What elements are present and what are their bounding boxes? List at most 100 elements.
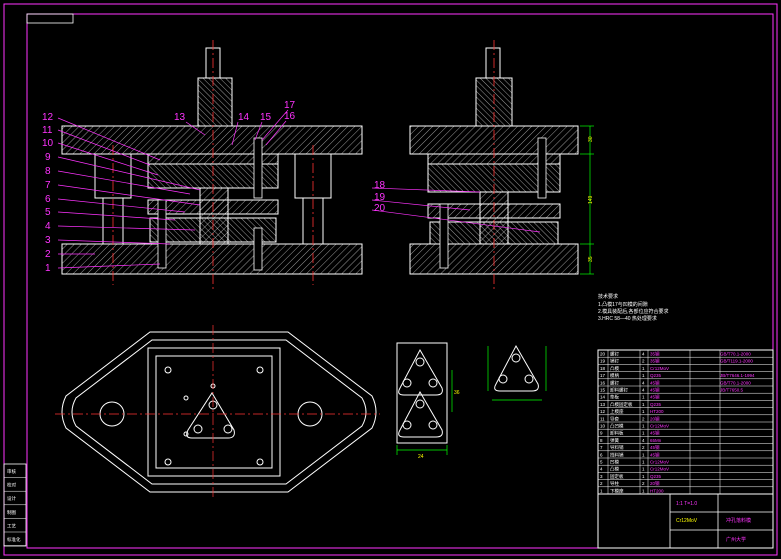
- bom-cell-no: 14: [600, 395, 606, 400]
- title-drawing-name: 冲孔落料模: [726, 517, 751, 524]
- stamp-cell: 审核: [7, 468, 16, 475]
- bom-cell-no: 6: [600, 452, 603, 457]
- screw-right: [253, 137, 263, 199]
- side-dimension: [580, 125, 594, 275]
- notes-item-3: 3.HRC 58—40 热处理要求: [598, 315, 657, 322]
- outer-frame: [3, 3, 778, 556]
- notes-item-2: 2.模具装配后,各部位应符合要求: [598, 308, 669, 315]
- punch-hole-left: [193, 424, 203, 434]
- bom-cell-no: 7: [600, 445, 603, 450]
- stamp-cell: 工艺: [7, 523, 16, 528]
- part-label-5: 5: [45, 207, 51, 218]
- strip-outline: [396, 342, 448, 444]
- bom-cell-name: 挡料销: [610, 451, 624, 458]
- bom-cell-no: 5: [600, 460, 603, 465]
- bom-cell-no: 1: [600, 488, 603, 493]
- side-shank-pin: [485, 47, 501, 79]
- bom-cell-name: 螺钉: [610, 379, 619, 386]
- bom-cell-material: 45钢: [650, 430, 660, 437]
- title-stamp: 广州大学: [726, 536, 746, 543]
- part-label-6: 6: [45, 194, 51, 205]
- lower-die-outline: [61, 331, 377, 493]
- bom-cell-no: 15: [600, 388, 606, 393]
- leader-lines-left: [57, 117, 201, 269]
- bom-cell-name: 凸模: [610, 466, 619, 473]
- part-label-9: 9: [45, 152, 51, 163]
- notes-heading: 技术要求: [598, 293, 618, 300]
- bom-cell-material: 45钢: [650, 387, 660, 394]
- bom-cell-material: 45钢: [650, 379, 660, 386]
- strip-blank-2: [398, 390, 443, 438]
- bom-cell-qty: 2: [642, 416, 645, 421]
- strip-dimensions: [396, 370, 453, 455]
- bom-cell-no: 18: [600, 366, 606, 371]
- part-outline: [494, 344, 539, 392]
- die-plate-inner: [155, 355, 273, 469]
- part-label-2: 2: [45, 249, 51, 260]
- dim-side-1: 30: [588, 136, 594, 142]
- part-detail-dims: [487, 346, 547, 401]
- plan-centerlines: [55, 325, 380, 500]
- bom-cell-name: 导套: [610, 415, 619, 422]
- notes-item-1: 1.凸模17与凹模的间隙: [598, 301, 648, 308]
- bom-cell-name: 卸料螺钉: [610, 387, 628, 394]
- part-detail: [494, 344, 539, 392]
- side-screw-left: [439, 203, 449, 269]
- strip-blank-1: [398, 348, 443, 396]
- bom-cell-name: 销钉: [610, 358, 619, 365]
- bom-cell-note: JB/T7650.5: [720, 388, 744, 393]
- bom-cell-no: 8: [600, 438, 603, 443]
- bom-cell-name: 导料销: [610, 444, 624, 451]
- leader-lines-right-view: [371, 187, 541, 233]
- bom-cell-name: 上模座: [610, 408, 624, 415]
- bom-cell-qty: 1: [642, 373, 645, 378]
- bolt-hole-2: [256, 366, 264, 374]
- bom-cell-no: 17: [600, 373, 606, 378]
- bom-cell-qty: 4: [642, 352, 645, 357]
- side-section-view: [409, 40, 579, 290]
- bom-cell-qty: 1: [642, 366, 645, 371]
- bom-cell-material: 45钢: [650, 451, 660, 458]
- bom-cell-name: 下模座: [610, 487, 624, 494]
- bom-cell-no: 16: [600, 380, 606, 385]
- pin-hole-1: [183, 395, 189, 401]
- part-label-12: 12: [42, 112, 54, 123]
- stamp-cell: 标准化: [7, 536, 21, 543]
- bom-cell-name: 垫板: [610, 394, 619, 401]
- stamp-cell: 设计: [7, 495, 16, 502]
- bom-cell-qty: 1: [642, 460, 645, 465]
- bom-cell-material: 20钢: [650, 415, 660, 422]
- side-screw-right: [537, 137, 547, 199]
- bom-cell-material: 20钢: [650, 480, 660, 487]
- bom-cell-no: 3: [600, 474, 603, 479]
- bom-cell-qty: 1: [642, 452, 645, 457]
- dim-plate-height: 36: [454, 390, 460, 396]
- bom-cell-note: GB/T119.1-2000: [720, 359, 753, 364]
- bom-cell-qty: 1: [642, 474, 645, 479]
- bolt-hole-4: [256, 458, 264, 466]
- bom-cell-note: GB/T70.1-2000: [720, 352, 751, 357]
- upper-die-base: [61, 125, 363, 155]
- die-shank: [197, 77, 233, 127]
- bom-cell-no: 2: [600, 481, 603, 486]
- stamp-cell: 制图: [7, 509, 16, 516]
- bom-cell-material: 45钢: [650, 394, 660, 401]
- bom-cell-no: 9: [600, 431, 603, 436]
- dim-plate-width: 24: [418, 454, 424, 460]
- dim-side-3: 35: [588, 256, 594, 262]
- part-label-4: 4: [45, 221, 51, 232]
- part-label-10: 10: [42, 138, 54, 149]
- bom-cell-no: 10: [600, 424, 606, 429]
- bom-cell-name: 凸模: [610, 365, 619, 372]
- front-section-view: [61, 40, 363, 290]
- bom-cell-name: 凸凹模: [610, 423, 624, 430]
- part-label-13: 13: [174, 112, 186, 123]
- drawing-number-box: [26, 13, 74, 24]
- part-label-16: 16: [284, 111, 296, 122]
- part-label-18: 18: [374, 180, 386, 191]
- bom-cell-material: 45钢: [650, 444, 660, 451]
- bom-cell-name: 导柱: [610, 480, 619, 487]
- bom-cell-qty: 2: [642, 359, 645, 364]
